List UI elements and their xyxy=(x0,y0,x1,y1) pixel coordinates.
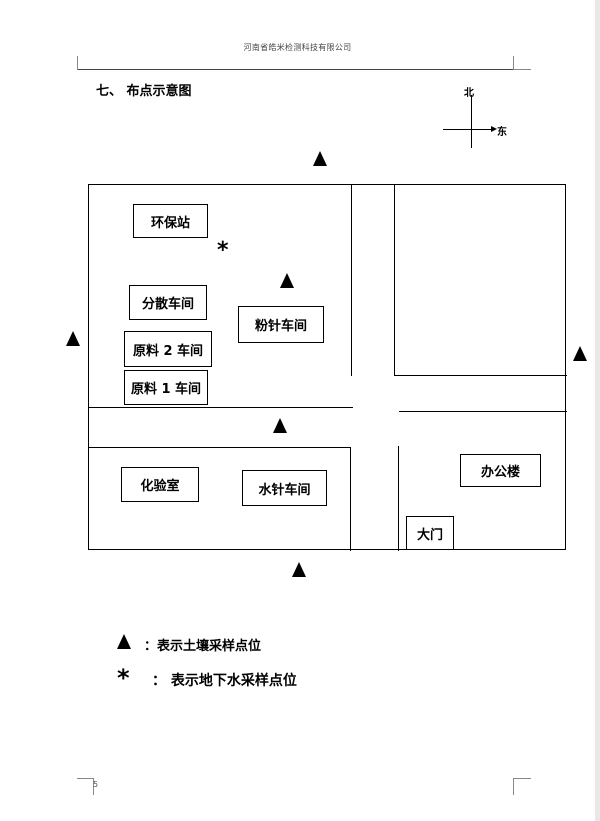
road-line-h-upper-right xyxy=(394,375,567,376)
crop-mark-top-right xyxy=(513,56,514,70)
building-huanbaozhan: 环保站 xyxy=(133,204,208,238)
soil-sample-triangle-south xyxy=(292,562,306,577)
building-shuizhen: 水针车间 xyxy=(242,470,327,506)
building-damen: 大门 xyxy=(406,516,454,550)
soil-sample-triangle-east xyxy=(573,346,587,361)
building-bangonglou: 办公楼 xyxy=(460,454,541,487)
header-rule xyxy=(77,69,513,70)
building-yuanliao2: 原料 2 车间 xyxy=(124,331,212,367)
crop-mark-top-right-h xyxy=(513,69,531,70)
building-fensan: 分散车间 xyxy=(129,285,207,320)
section-title: 七、 布点示意图 xyxy=(96,84,192,99)
road-line-h-upper-right-2 xyxy=(399,411,567,412)
groundwater-sample-star: * xyxy=(217,238,229,263)
soil-sample-triangle-west xyxy=(66,331,80,346)
page-number: 5 xyxy=(93,780,99,789)
compass-vertical-axis xyxy=(471,95,472,148)
building-huayanshi: 化验室 xyxy=(121,467,199,502)
building-fenzhen: 粉针车间 xyxy=(238,306,324,343)
crop-mark-top-left xyxy=(77,56,78,70)
compass-horizontal-axis xyxy=(443,129,495,130)
legend-groundwater-label: ： 表示地下水采样点位 xyxy=(152,673,297,689)
soil-sample-triangle-north xyxy=(313,151,327,166)
legend-soil-triangle-icon xyxy=(117,634,131,649)
road-line-v3 xyxy=(350,447,351,551)
road-line-h-lower-left xyxy=(89,447,351,448)
compass-north-label: 北 xyxy=(464,88,474,99)
header-company: 河南省皓米检测科技有限公司 xyxy=(243,43,352,52)
legend-soil-label: ：表示土壤采样点位 xyxy=(144,639,262,654)
crop-mark-bottom-right-h xyxy=(513,778,531,779)
soil-sample-triangle-inner-upper xyxy=(280,273,294,288)
crop-mark-bottom-right-v xyxy=(513,778,514,795)
building-yuanliao1: 原料 1 车间 xyxy=(124,370,208,405)
crop-mark-bottom-left-v xyxy=(93,778,94,795)
road-line-v4 xyxy=(398,446,399,551)
road-line-v2 xyxy=(394,185,395,375)
crop-mark-bottom-left-h xyxy=(77,778,94,779)
road-line-v1 xyxy=(351,185,352,376)
soil-sample-triangle-inner-road xyxy=(273,418,287,433)
compass-arrow-icon xyxy=(491,126,497,132)
site-map: 环保站 分散车间 粉针车间 原料 2 车间 原料 1 车间 化验室 水针车间 办… xyxy=(88,184,567,551)
road-line-h-upper-left xyxy=(89,407,353,408)
compass-east-label: 东 xyxy=(497,127,507,138)
legend-groundwater-star-icon: * xyxy=(117,664,130,692)
